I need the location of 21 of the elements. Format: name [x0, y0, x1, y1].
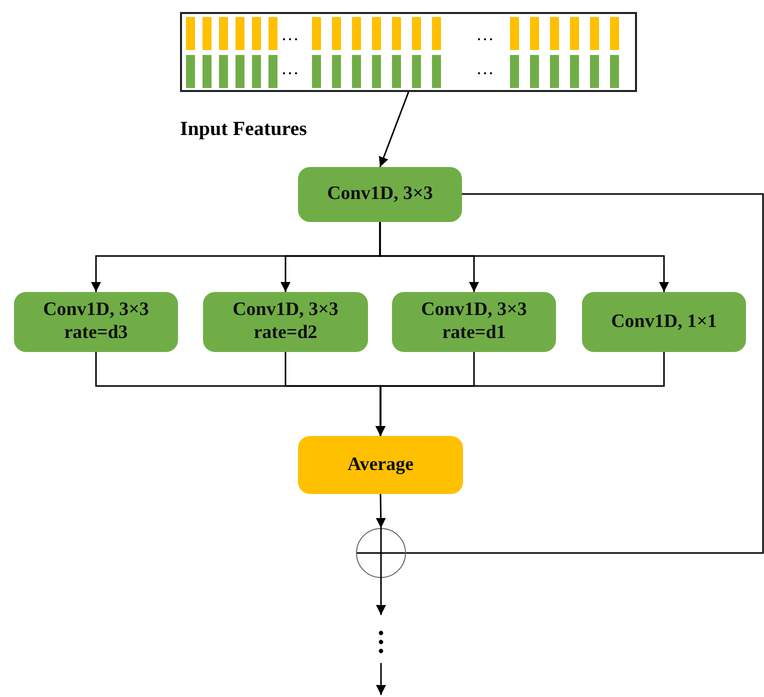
process-box: [298, 167, 462, 222]
process-box: [298, 436, 463, 494]
process-box: [203, 292, 368, 352]
process-box: [14, 292, 178, 352]
arrow: [376, 494, 386, 528]
ellipsis-text: …: [281, 24, 299, 44]
arrow: [376, 578, 386, 615]
ellipsis-text: …: [476, 58, 494, 78]
process-box: [392, 292, 556, 352]
arrow: [379, 222, 669, 292]
box-text: Average: [346, 454, 415, 476]
box-text: Conv1D, 3×3 rate=d1: [420, 299, 528, 345]
arrow: [378, 92, 410, 168]
box-text: Conv1D, 3×3 rate=d3: [42, 299, 150, 345]
box-text: Conv1D, 3×3: [326, 183, 434, 206]
arrow: [376, 352, 665, 436]
process-box: [582, 292, 746, 352]
box-text: Conv1D, 3×3 rate=d2: [232, 299, 340, 345]
ellipsis-text: …: [281, 58, 299, 78]
ellipsis-text: …: [476, 24, 494, 44]
box-text: Conv1D, 1×1: [610, 310, 718, 334]
